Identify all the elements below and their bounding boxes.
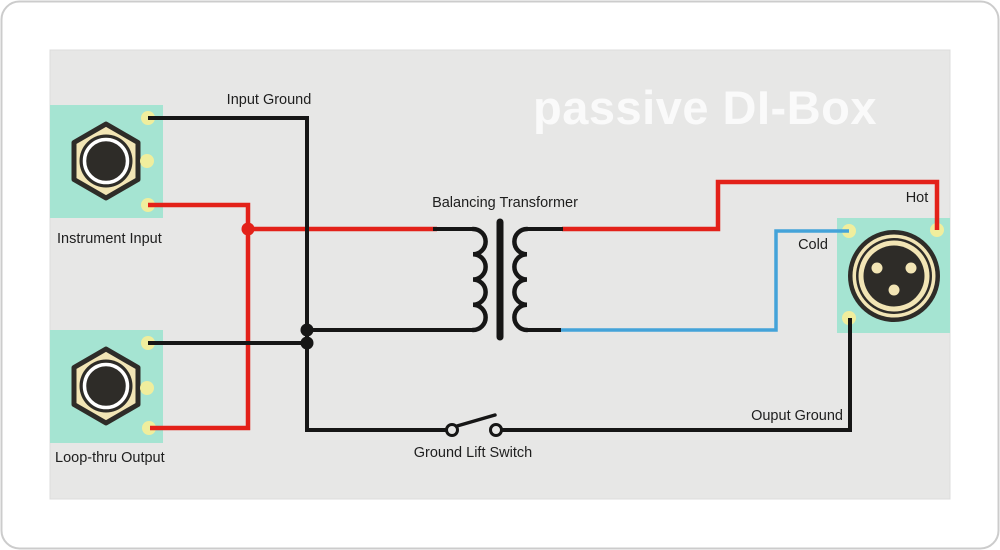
label-input-ground: Input Ground [227, 92, 312, 108]
secondary-coil-icon [512, 226, 530, 333]
xlr-pin-1-icon [871, 262, 883, 274]
label-hot: Hot [906, 190, 929, 206]
xlr-connector [837, 218, 950, 333]
primary-coil-icon [470, 226, 488, 333]
switch-contact-left-icon [445, 423, 459, 437]
balancing-transformer-symbol [470, 218, 530, 341]
jack-ring-icon [82, 362, 130, 410]
label-cold: Cold [798, 237, 828, 253]
label-ground-lift-switch: Ground Lift Switch [414, 445, 532, 461]
ground-lift-switch [445, 413, 503, 437]
terminal-mid [140, 154, 154, 168]
xlr-face-icon [863, 245, 925, 307]
signal-hot-primary-wire [148, 202, 437, 232]
label-instrument-input: Instrument Input [57, 231, 162, 247]
jack-barrel-icon [79, 134, 133, 188]
loop-thru-output-jack [50, 330, 163, 443]
switch-contact-right-icon [489, 423, 503, 437]
label-loop-thru-output: Loop-thru Output [55, 450, 165, 466]
cold-secondary-wire [556, 229, 849, 332]
label-balancing-transformer: Balancing Transformer [432, 195, 578, 211]
page-title: passive DI-Box [533, 81, 877, 134]
hot-junction-dot [241, 222, 255, 236]
output-ground-wire [502, 318, 852, 432]
jack-ring-icon [82, 137, 130, 185]
terminal-tip [142, 421, 156, 435]
xlr-pin-3-icon [888, 284, 900, 296]
hot-secondary-wire [562, 179, 940, 232]
instrument-input-jack [50, 105, 163, 218]
ground-junction-dot [300, 323, 314, 337]
jack-barrel-icon [79, 359, 133, 413]
ground-junction-dot [300, 336, 314, 350]
switch-lever-icon [455, 413, 497, 428]
input-ground-wire [148, 116, 447, 432]
label-output-ground: Ouput Ground [751, 408, 843, 424]
loop-thru-signal-wire [150, 229, 251, 431]
terminal-mid [140, 381, 154, 395]
xlr-pin-2-icon [905, 262, 917, 274]
